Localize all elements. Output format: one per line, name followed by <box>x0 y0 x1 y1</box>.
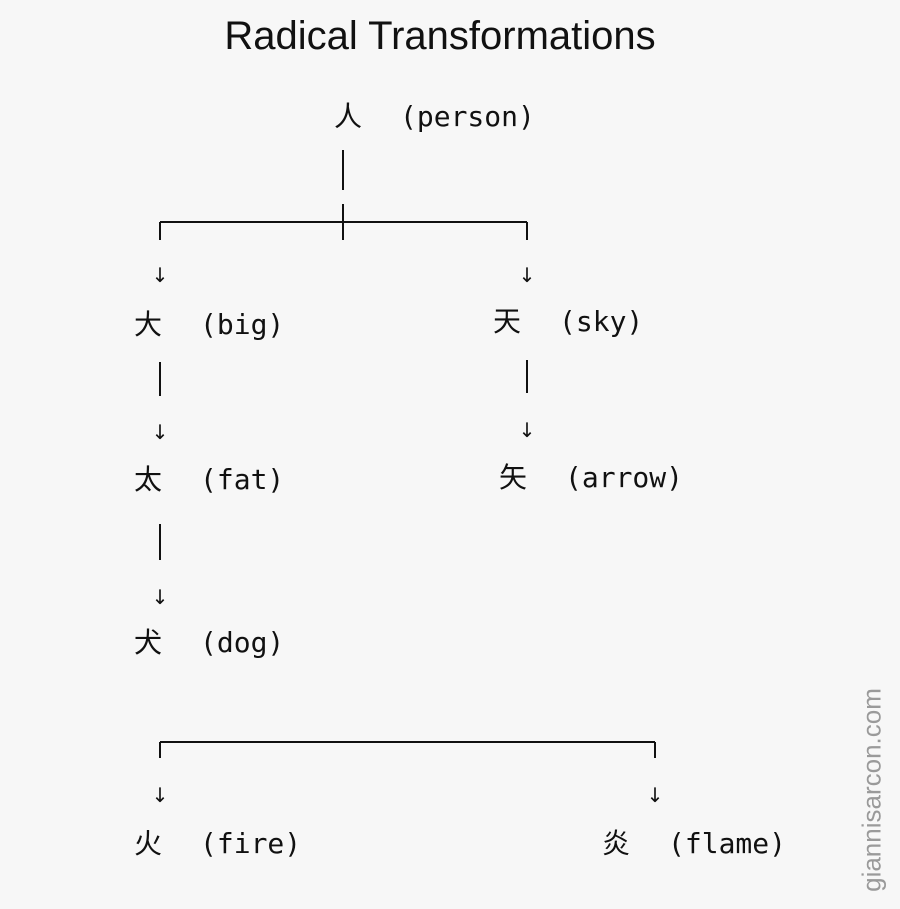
node-flame: 炎 (flame) <box>602 830 786 858</box>
node-gloss: (sky) <box>559 305 644 338</box>
node-gloss: (dog) <box>200 626 285 659</box>
node-char: 矢 <box>499 461 528 494</box>
node-char: 太 <box>134 463 163 496</box>
arrow-down-icon: ↓ <box>518 418 536 442</box>
arrow-down-icon: ↓ <box>151 263 169 287</box>
node-big: 大 (big) <box>134 311 284 339</box>
node-char: 炎 <box>602 827 631 860</box>
arrow-down-icon: ↓ <box>151 420 169 444</box>
diagram-title: Radical Transformations <box>224 14 656 58</box>
node-char: 人 <box>334 100 363 133</box>
node-gloss: (big) <box>200 308 285 341</box>
node-char: 火 <box>134 827 163 860</box>
arrow-down-icon: ↓ <box>151 585 169 609</box>
node-gloss: (person) <box>400 100 535 133</box>
node-char: 天 <box>493 305 522 338</box>
node-fat: 太 (fat) <box>134 466 284 494</box>
arrow-down-icon: ↓ <box>151 783 169 807</box>
node-gloss: (arrow) <box>565 461 684 494</box>
watermark: giannisarcon.com <box>856 688 887 892</box>
node-person: 人 (person) <box>334 103 535 131</box>
node-dog: 犬 (dog) <box>134 629 284 657</box>
node-gloss: (flame) <box>668 827 787 860</box>
node-gloss: (fire) <box>200 827 302 860</box>
arrow-down-icon: ↓ <box>518 263 536 287</box>
node-char: 大 <box>134 308 163 341</box>
node-sky: 天 (sky) <box>493 308 643 336</box>
node-char: 犬 <box>134 626 163 659</box>
node-gloss: (fat) <box>200 463 285 496</box>
node-arrow: 矢 (arrow) <box>499 464 683 492</box>
node-fire: 火 (fire) <box>134 830 301 858</box>
arrow-down-icon: ↓ <box>646 783 664 807</box>
